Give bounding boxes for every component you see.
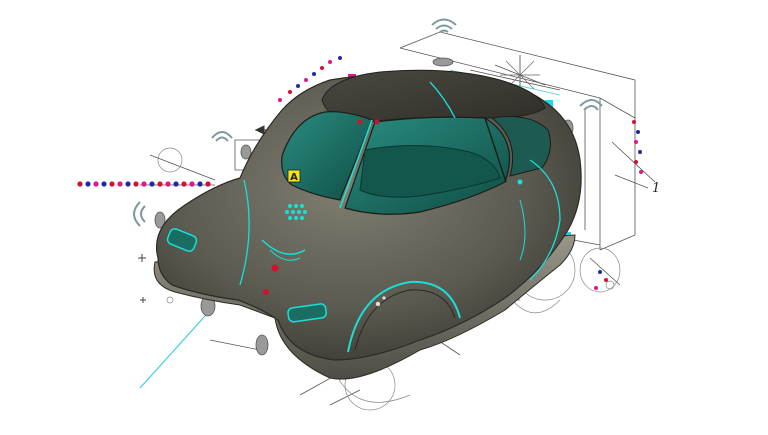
plus-marks xyxy=(138,254,146,303)
axis-label: 1 xyxy=(652,181,660,196)
badge-label: A xyxy=(290,172,298,183)
molecule-cluster xyxy=(278,56,643,290)
wifi-icon xyxy=(431,18,457,33)
wifi-icon xyxy=(211,131,233,142)
technical-diagram-lines xyxy=(140,31,656,406)
molecule-trail xyxy=(77,181,211,187)
accent-line xyxy=(139,304,216,389)
wifi-icon xyxy=(133,201,146,227)
wifi-icon xyxy=(579,99,603,111)
car-body: A xyxy=(153,69,582,380)
star-icon xyxy=(500,55,540,95)
